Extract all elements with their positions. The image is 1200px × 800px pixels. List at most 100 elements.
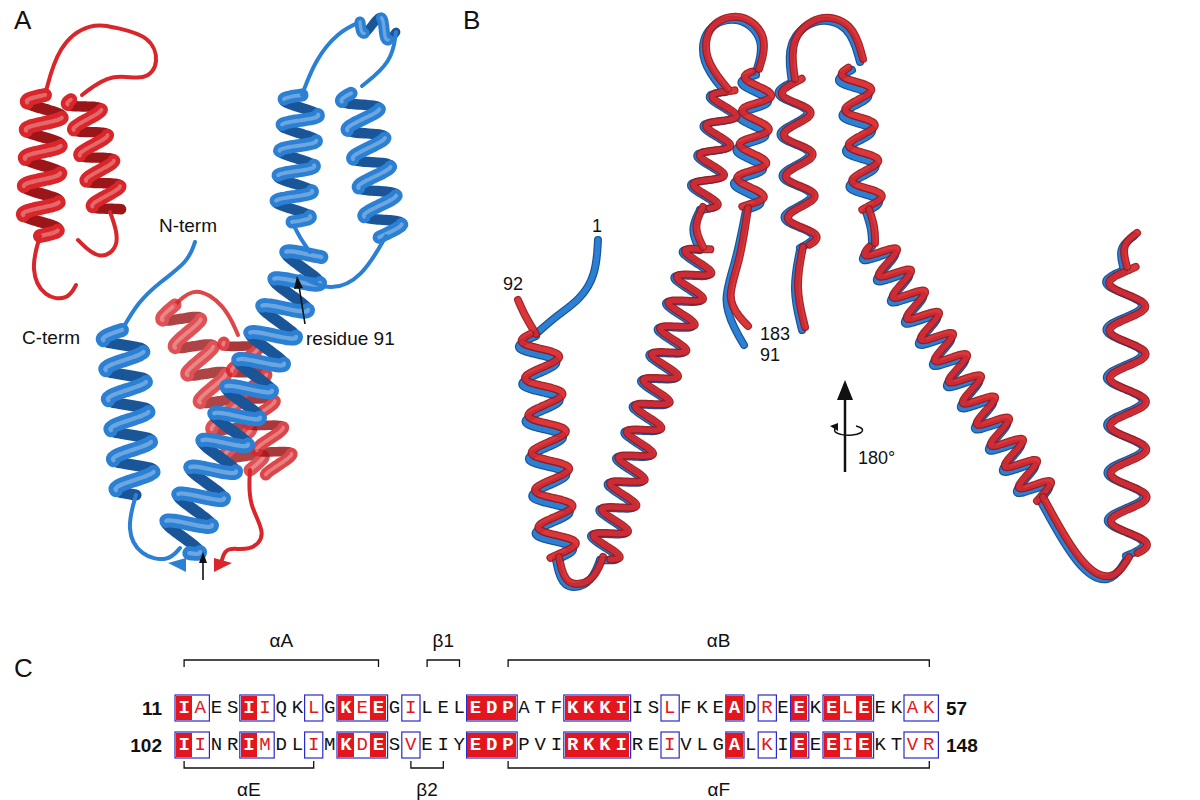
residue: N bbox=[208, 733, 224, 757]
helix-front bbox=[105, 352, 143, 370]
rotation-axis bbox=[844, 396, 847, 472]
tube-body bbox=[842, 68, 882, 210]
helix-highlight bbox=[286, 251, 321, 257]
helix-highlight bbox=[280, 141, 317, 151]
helix-highlight bbox=[40, 231, 58, 236]
helix-front bbox=[341, 93, 351, 101]
tube-body bbox=[798, 247, 805, 327]
helix-highlight bbox=[266, 454, 292, 475]
residue: E bbox=[710, 696, 726, 720]
helix-highlight bbox=[226, 386, 272, 393]
conservation-box bbox=[240, 732, 274, 758]
conservation-box bbox=[305, 732, 323, 758]
conservation-box bbox=[791, 732, 809, 758]
helix-front bbox=[115, 472, 153, 490]
helix-front bbox=[286, 251, 321, 257]
residue: I bbox=[840, 733, 856, 757]
residue: M bbox=[257, 733, 273, 757]
helix-front bbox=[250, 457, 263, 470]
tube-edge bbox=[593, 249, 711, 560]
helix-front bbox=[190, 467, 236, 474]
tube-edge bbox=[842, 68, 882, 210]
conservation-box bbox=[758, 695, 776, 721]
residue: E bbox=[370, 733, 386, 757]
tube bbox=[706, 17, 764, 89]
helix-ribbon bbox=[276, 95, 319, 222]
helix-front bbox=[364, 196, 396, 217]
residue: V bbox=[904, 733, 920, 757]
tube-edge bbox=[793, 18, 863, 79]
conservation-box bbox=[337, 732, 388, 758]
tube-body bbox=[737, 72, 771, 207]
residue: K bbox=[694, 696, 710, 720]
tube-body bbox=[593, 249, 711, 560]
residue-number: 183 bbox=[760, 325, 790, 343]
coil bbox=[300, 236, 386, 287]
residue: R bbox=[921, 733, 937, 757]
structure-label: β2 bbox=[416, 780, 438, 799]
helix-highlight bbox=[284, 95, 302, 99]
residue: G bbox=[710, 733, 726, 757]
helix-front bbox=[266, 454, 292, 475]
helix-highlight bbox=[86, 161, 114, 181]
helix-highlight bbox=[92, 186, 120, 206]
tube-body bbox=[1124, 233, 1137, 267]
helix-front bbox=[25, 146, 61, 159]
helix-front bbox=[80, 135, 108, 155]
coil bbox=[122, 242, 195, 330]
residue: L bbox=[662, 696, 678, 720]
helix-highlight bbox=[73, 110, 101, 130]
tube-edge bbox=[869, 209, 875, 243]
residue: I bbox=[306, 733, 322, 757]
residue: L bbox=[289, 733, 305, 757]
residue: I bbox=[435, 733, 451, 757]
rotation-arc bbox=[835, 426, 863, 435]
helix-front bbox=[67, 100, 71, 105]
residue: V bbox=[532, 733, 548, 757]
tube bbox=[1109, 267, 1147, 553]
helix-highlight bbox=[353, 138, 385, 159]
tube-body bbox=[706, 17, 764, 89]
residue: P bbox=[500, 696, 516, 720]
residue: P bbox=[500, 733, 516, 757]
strand-arrow bbox=[214, 558, 232, 572]
conservation-box bbox=[564, 732, 631, 758]
leader-line bbox=[299, 286, 305, 324]
residue: L bbox=[419, 696, 435, 720]
helix-front bbox=[26, 118, 62, 131]
tube bbox=[559, 557, 603, 584]
arrow-head bbox=[199, 552, 207, 563]
helix-ribbon bbox=[23, 95, 62, 236]
helix-front bbox=[178, 493, 224, 500]
conservation-box bbox=[175, 695, 209, 721]
helix-front bbox=[353, 138, 385, 159]
residue: I bbox=[613, 733, 629, 757]
helix-front bbox=[284, 95, 302, 99]
residue: D bbox=[484, 733, 500, 757]
structure-label: αE bbox=[237, 780, 261, 799]
residue-number: 92 bbox=[503, 275, 523, 293]
pointer-arrow bbox=[202, 562, 204, 580]
tube-body bbox=[522, 334, 576, 558]
residue-number: 91 bbox=[760, 346, 780, 364]
residue: K bbox=[888, 696, 904, 720]
helix-front bbox=[23, 202, 59, 215]
residue: K bbox=[581, 696, 597, 720]
helix-highlight bbox=[347, 109, 379, 130]
conservation-box bbox=[823, 732, 874, 758]
helix-highlight bbox=[26, 118, 62, 131]
residue: A bbox=[904, 696, 920, 720]
tube bbox=[731, 208, 748, 326]
tube-body bbox=[1043, 497, 1129, 576]
sequence-row: IAESIIQKLGKEEGILELEDPATFKKKIISLFKEADREEK… bbox=[176, 696, 937, 720]
residue: G bbox=[386, 696, 402, 720]
residue: E bbox=[791, 733, 807, 757]
residue: K bbox=[338, 696, 354, 720]
tube-body bbox=[1109, 267, 1147, 553]
helix-highlight bbox=[202, 440, 248, 447]
helix-front bbox=[40, 231, 58, 236]
tube-edge bbox=[731, 208, 748, 326]
tube-body bbox=[696, 207, 703, 247]
tube bbox=[518, 300, 536, 334]
residue: K bbox=[565, 696, 581, 720]
